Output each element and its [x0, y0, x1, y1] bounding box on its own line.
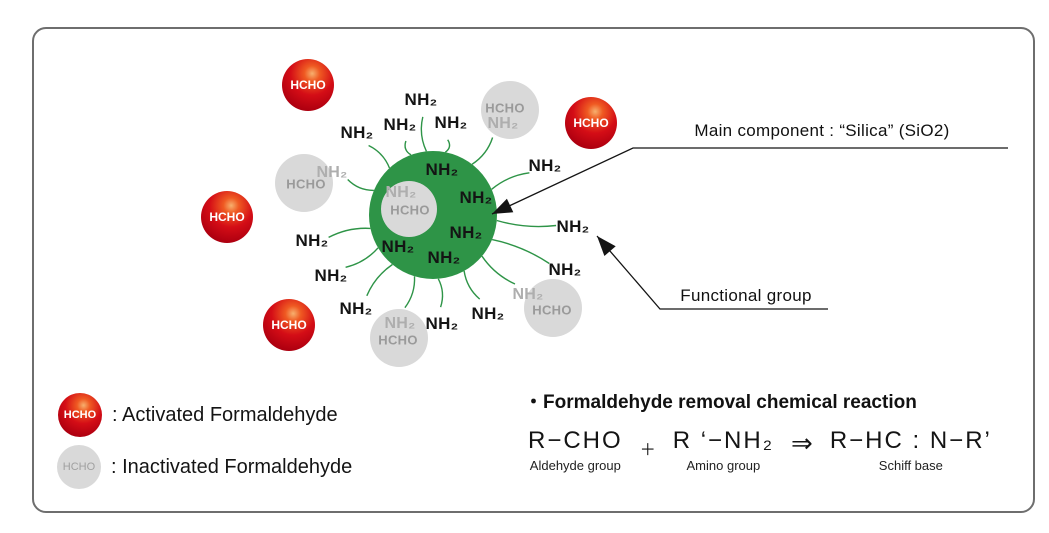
- reaction-block: ・Formaldehyde removal chemical reaction …: [524, 387, 1024, 473]
- nh2-tendril: [444, 139, 451, 153]
- gray-hcho-label: HCHO: [286, 176, 326, 192]
- inactivated-formaldehyde-sphere: [275, 154, 333, 212]
- sphere-label: HCHO: [573, 116, 609, 130]
- gray-nh2-label: NH₂: [384, 315, 416, 332]
- term-formula: R−HC : N−R’: [829, 427, 992, 454]
- nh2-tendril: [404, 140, 412, 156]
- term-label: Amino group: [686, 458, 761, 473]
- inner-nh2-label: NH₂: [381, 237, 415, 256]
- inactivated-formaldehyde-sphere: [524, 279, 582, 337]
- inner-nh2-label: NH₂: [449, 223, 483, 242]
- nh2-tendril: [437, 278, 444, 308]
- sphere-label: HCHO: [271, 318, 307, 332]
- main-component-arrow-arrowhead: [492, 198, 514, 214]
- activated-formaldehyde-sphere: HCHO: [263, 299, 315, 351]
- main-component-arrow-line: [491, 147, 1008, 215]
- legend-item-inactivated: HCHO : Inactivated Formaldehyde: [57, 445, 352, 489]
- activated-formaldehyde-sphere: HCHO: [565, 97, 617, 149]
- sphere-label: HCHO: [209, 210, 245, 224]
- legend-item-activated: HCHO : Activated Formaldehyde: [58, 393, 338, 437]
- reaction-heading: ・Formaldehyde removal chemical reaction: [524, 392, 917, 413]
- reaction-formula: R−CHO Aldehyde group ＋ R ‘−NH₂ Amino group ⇒ R…: [528, 427, 1024, 473]
- outer-nh2-label: NH₂: [548, 260, 582, 279]
- activated-formaldehyde-sphere: HCHO: [282, 59, 334, 111]
- term-formula: R−CHO: [528, 427, 623, 454]
- main-component-label: Main component : “Silica” (SiO2): [694, 121, 950, 140]
- nh2-tendril: [471, 137, 494, 165]
- outer-nh2-label: NH₂: [471, 304, 505, 323]
- functional-group-label: Functional group: [680, 286, 812, 305]
- border-frame: [32, 27, 1035, 513]
- outer-nh2-label: NH₂: [556, 217, 590, 236]
- inner-nh2-label: NH₂: [459, 188, 493, 207]
- outer-nh2-label: NH₂: [295, 231, 329, 250]
- nh2-tendril: [345, 247, 379, 268]
- activated-formaldehyde-sphere: HCHO: [58, 393, 102, 437]
- plus-operator: ＋: [639, 442, 656, 459]
- term-label: Aldehyde group: [529, 458, 621, 473]
- gray-nh2-label: NH₂: [487, 115, 519, 132]
- nh2-tendril: [420, 116, 428, 152]
- gray-nh2-label: NH₂: [385, 184, 417, 201]
- nh2-tendril: [463, 270, 481, 300]
- gray-hcho-label: HCHO: [485, 100, 525, 116]
- nh2-tendril: [496, 219, 557, 228]
- gray-nh2-label: NH₂: [512, 286, 544, 303]
- term-label: Schiff base: [878, 458, 943, 473]
- nh2-tendril: [366, 263, 393, 297]
- gray-hcho-label: HCHO: [532, 302, 572, 318]
- nh2-tendril: [347, 179, 374, 192]
- nh2-tendril: [328, 227, 371, 239]
- inactivated-formaldehyde-sphere: [370, 309, 428, 367]
- legend-activated-text: : Activated Formaldehyde: [112, 403, 338, 426]
- nh2-tendril: [491, 238, 550, 265]
- sphere-label: HCHO: [62, 461, 96, 473]
- functional-group-arrow-arrowhead: [597, 236, 616, 256]
- outer-nh2-label: NH₂: [528, 156, 562, 175]
- outer-nh2-label: NH₂: [425, 314, 459, 333]
- activated-formaldehyde-sphere: HCHO: [201, 191, 253, 243]
- nh2-tendril: [481, 255, 516, 285]
- inner-nh2-label: NH₂: [427, 248, 461, 267]
- outer-nh2-label: NH₂: [404, 90, 438, 109]
- gray-nh2-label: NH₂: [316, 164, 348, 181]
- legend-inactivated-text: : Inactivated Formaldehyde: [111, 455, 353, 478]
- sphere-label: HCHO: [290, 78, 326, 92]
- reaction-term: R−CHO Aldehyde group: [528, 427, 623, 473]
- nh2-tendril: [368, 144, 391, 169]
- inner-nh2-label: NH₂: [425, 160, 459, 179]
- nh2-tendril: [404, 276, 416, 309]
- sphere-label: HCHO: [63, 409, 97, 421]
- outer-nh2-label: NH₂: [314, 266, 348, 285]
- nh2-tendril: [491, 172, 530, 190]
- functional-group-arrow-line: [596, 235, 828, 310]
- inactivated-formaldehyde-sphere: [481, 81, 539, 139]
- implies-operator: ⇒: [791, 428, 813, 458]
- outer-nh2-label: NH₂: [339, 299, 373, 318]
- outer-nh2-label: NH₂: [340, 123, 374, 142]
- gray-hcho-label: HCHO: [390, 202, 430, 218]
- term-formula: R ‘−NH₂: [672, 427, 775, 454]
- reaction-term: R ‘−NH₂ Amino group: [673, 427, 774, 473]
- inactivated-formaldehyde-sphere: HCHO: [57, 445, 101, 489]
- gray-hcho-label: HCHO: [378, 332, 418, 348]
- bound-formaldehyde-sphere-inner: [381, 181, 437, 237]
- outer-nh2-label: NH₂: [434, 113, 468, 132]
- outer-nh2-label: NH₂: [383, 115, 417, 134]
- reaction-term: R−HC : N−R’ Schiff base: [830, 427, 992, 473]
